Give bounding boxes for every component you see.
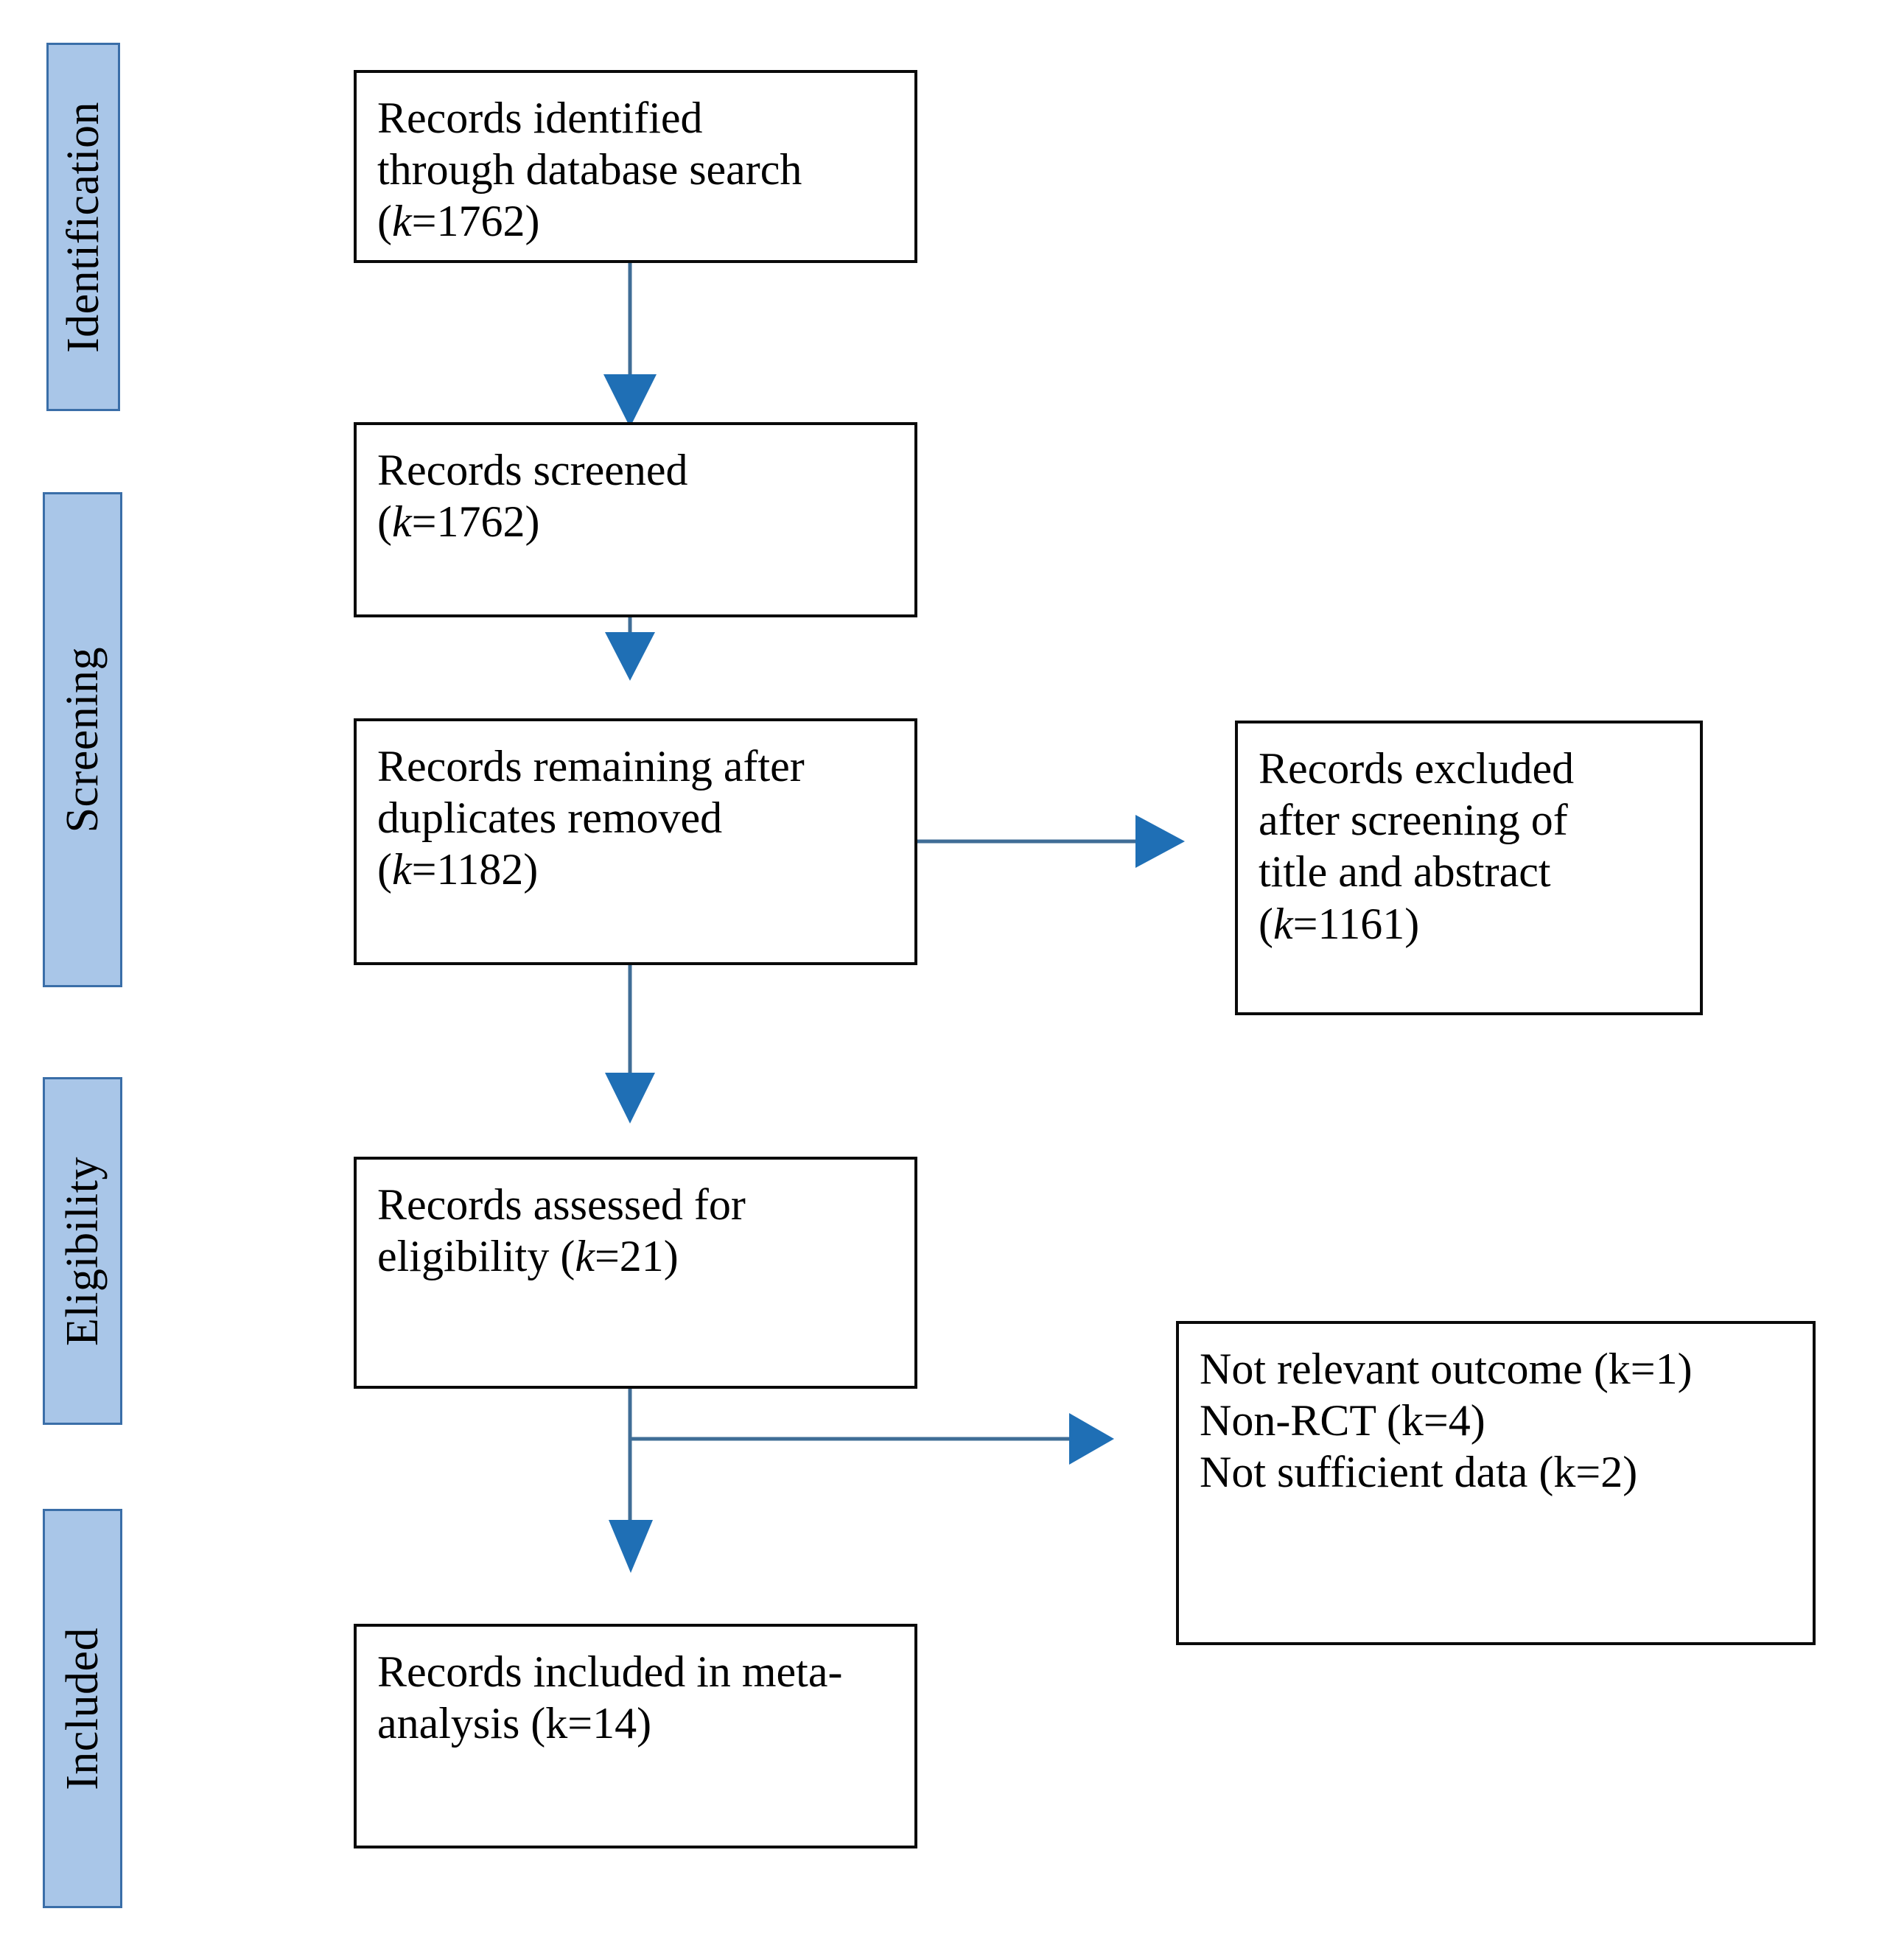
node-records-screened-text: Records screened(k=1762) [377,446,688,547]
node-records-screened: Records screened(k=1762) [354,422,917,617]
node-exclusion-reasons-text: Not relevant outcome (k=1)Non-RCT (k=4)N… [1200,1345,1693,1497]
arrow-screened-to-duplicates [605,617,655,681]
arrow-assessed-branch [609,1389,1114,1573]
stage-identification: Identification [46,43,120,411]
node-records-included: Records included in meta-analysis (k=14) [354,1624,917,1848]
stage-screening: Screening [43,492,122,987]
stage-eligibility: Eligibility [43,1077,122,1425]
stage-included-label: Included [57,1627,108,1790]
node-records-included-text: Records included in meta-analysis (k=14) [377,1647,843,1748]
stage-identification-label: Identification [58,101,108,353]
arrow-duplicates-to-excluded [914,815,1185,868]
node-exclusion-reasons: Not relevant outcome (k=1)Non-RCT (k=4)N… [1176,1321,1816,1645]
stage-screening-label: Screening [57,646,108,833]
arrow-duplicates-to-assessed [605,965,655,1124]
stage-included: Included [43,1509,122,1908]
stage-eligibility-label: Eligibility [57,1156,108,1346]
arrow-identified-to-screened [603,263,657,427]
